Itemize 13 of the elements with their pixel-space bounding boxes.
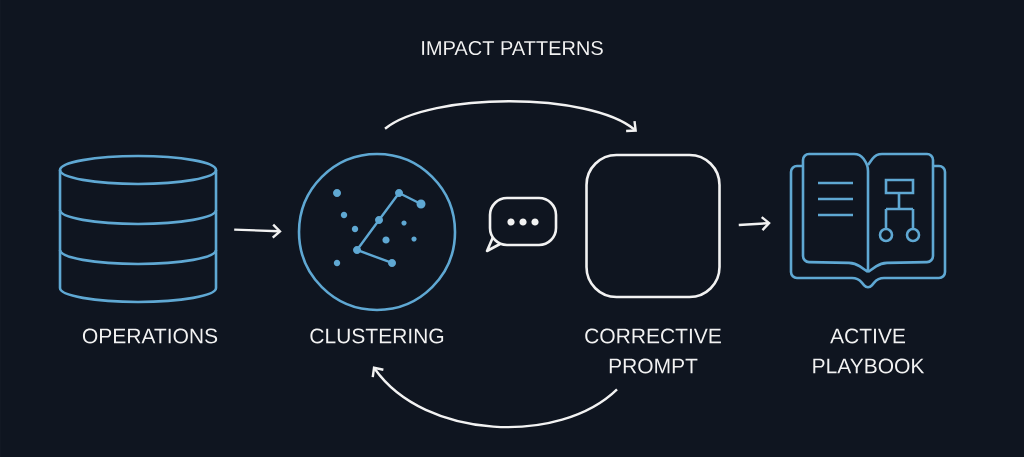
- arrow: [371, 366, 618, 429]
- cluster-circle: [297, 152, 457, 344]
- arrow: [738, 216, 771, 231]
- arrow: [384, 100, 637, 133]
- prompt-box: [585, 153, 721, 374]
- node-label: OPERATIONS: [82, 328, 218, 344]
- arrow: [234, 223, 282, 239]
- node-label: ACTIVE PLAYBOOK: [813, 328, 925, 374]
- database-icon: [58, 154, 218, 344]
- node-label: CLUSTERING: [310, 328, 444, 344]
- edge-label: IMPACT PATTERNS: [422, 40, 603, 56]
- book-icon: [789, 152, 947, 374]
- node-label: CORRECTIVE PROMPT: [585, 328, 721, 374]
